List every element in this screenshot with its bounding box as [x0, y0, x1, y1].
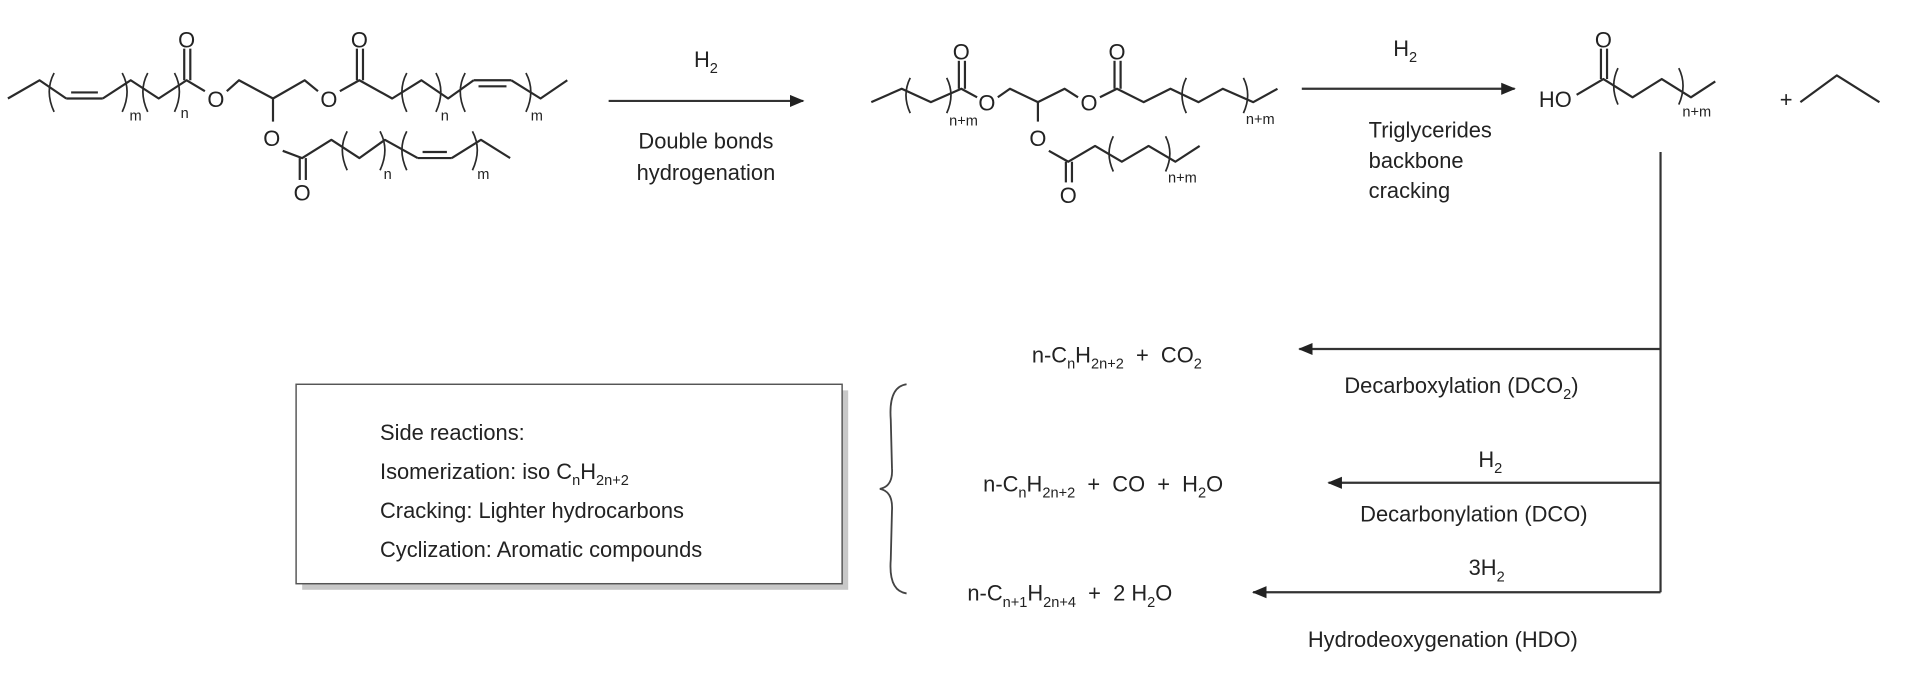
subscript: n	[1067, 356, 1075, 372]
repeat-index-nm: n+m	[949, 113, 978, 129]
subscript: 2n+2	[596, 473, 629, 489]
subscript: 2	[1563, 387, 1571, 403]
repeat-index-nm: n+m	[1168, 170, 1197, 186]
reagent-3h2: 3H2	[1469, 555, 1505, 585]
hdo-products: n-Cn+1H2n+4 + 2 H2O	[967, 581, 1172, 611]
oxygen-atom: O	[1060, 183, 1077, 208]
formula-text: Side reactions:	[380, 420, 525, 445]
formula-text: + CO + H	[1075, 471, 1198, 496]
oxygen-atom: O	[294, 181, 311, 206]
subscript: n	[1018, 485, 1026, 501]
formula-text: H	[580, 459, 596, 484]
formula-text: O	[1155, 581, 1172, 606]
oxygen-atom: O	[978, 91, 995, 116]
oxygen-atom: O	[320, 87, 337, 112]
repeat-index-nm: n+m	[1246, 112, 1275, 128]
dco-label: Decarbonylation (DCO)	[1360, 502, 1587, 527]
oxygen-atom: O	[1080, 91, 1097, 116]
step-label: hydrogenation	[637, 160, 776, 185]
subscript: 2	[1497, 569, 1505, 585]
hydrodeoxygenation-branch: 3H2 n-Cn+1H2n+4 + 2 H2O Hydrodeoxygenati…	[967, 555, 1661, 652]
repeat-index-m: m	[130, 108, 142, 124]
formula-text: + CO	[1124, 342, 1194, 367]
unsaturated-triglyceride: O O O O O O m n n m n m	[7, 27, 568, 206]
decarbonylation-branch: H2 n-CnH2n+2 + CO + H2O Decarbonylation …	[983, 447, 1661, 527]
oxygen-atom: O	[207, 87, 224, 112]
subscript: 2	[1147, 595, 1155, 611]
repeat-index-n: n	[181, 106, 189, 122]
formula-text: Decarboxylation (DCO	[1344, 373, 1563, 398]
subscript: n	[572, 473, 580, 489]
subscript: 2n+2	[1042, 485, 1075, 501]
subscript: 2n+4	[1043, 595, 1076, 611]
side-reaction-line: Cracking: Lighter hydrocarbons	[380, 498, 684, 523]
dco2-label: Decarboxylation (DCO2)	[1344, 373, 1578, 403]
formula-text: H	[694, 47, 710, 72]
formula-text: )	[1571, 373, 1578, 398]
oxygen-atom: O	[1108, 40, 1125, 65]
oxygen-atom: O	[263, 126, 280, 151]
repeat-index-n: n	[441, 108, 449, 124]
repeat-index-n: n	[384, 167, 392, 183]
repeat-index-m: m	[477, 167, 489, 183]
reagent-h2: H2	[1478, 447, 1502, 477]
formula-text: n-C	[967, 581, 1002, 606]
curly-brace	[879, 383, 907, 595]
reagent-h2: H2	[1393, 36, 1417, 66]
side-reactions-title: Side reactions:	[380, 420, 525, 445]
oxygen-atom: O	[351, 27, 368, 52]
formula-text: Isomerization: iso C	[380, 459, 572, 484]
oxygen-atom: O	[1595, 27, 1612, 52]
dco-products: n-CnH2n+2 + CO + H2O	[983, 471, 1223, 501]
step-label: backbone	[1369, 148, 1464, 173]
repeat-index-nm: n+m	[1682, 105, 1711, 121]
step-label: Triglycerides	[1369, 117, 1492, 142]
decarboxylation-branch: n-CnH2n+2 + CO2 Decarboxylation (DCO2)	[1032, 342, 1661, 403]
dco2-products: n-CnH2n+2 + CO2	[1032, 342, 1202, 372]
formula-text: O	[1206, 471, 1223, 496]
oxygen-atom: O	[178, 27, 195, 52]
subscript: 2	[710, 61, 718, 77]
formula-text: n-C	[1032, 342, 1067, 367]
hydrogenation-step: H2 Double bonds hydrogenation	[608, 47, 805, 185]
saturated-triglyceride: O O O O O O n+m n+m n+m	[870, 40, 1279, 208]
formula-text: + 2 H	[1076, 581, 1147, 606]
plus-sign: +	[1780, 87, 1793, 112]
subscript: 2	[1409, 50, 1417, 66]
oxygen-atom: O	[1029, 126, 1046, 151]
formula-text: H	[1075, 342, 1091, 367]
fatty-acid: HO O n+m	[1539, 27, 1716, 121]
reagent-h2: H2	[694, 47, 718, 77]
formula-text: n-C	[983, 471, 1018, 496]
hydroxyl-group: HO	[1539, 87, 1572, 112]
side-reaction-line: Isomerization: iso CnH2n+2	[380, 459, 629, 489]
repeat-index-m: m	[531, 108, 543, 124]
oxygen-atom: O	[953, 40, 970, 65]
formula-text: H	[1027, 471, 1043, 496]
step-label: cracking	[1369, 178, 1450, 203]
formula-text: Decarbonylation (DCO)	[1360, 502, 1587, 527]
formula-text: Hydrodeoxygenation (HDO)	[1308, 627, 1578, 652]
formula-text: H	[1027, 581, 1043, 606]
formula-text: H	[1393, 36, 1409, 61]
formula-text: 3H	[1469, 555, 1497, 580]
formula-text: Cyclization: Aromatic compounds	[380, 537, 702, 562]
formula-text: Cracking: Lighter hydrocarbons	[380, 498, 684, 523]
side-reactions-box: Side reactions: Isomerization: iso CnH2n…	[295, 383, 849, 590]
hdo-label: Hydrodeoxygenation (HDO)	[1308, 627, 1578, 652]
propane	[1799, 74, 1881, 104]
cracking-step: H2 Triglycerides backbone cracking	[1301, 36, 1516, 203]
subscript: n+1	[1003, 595, 1028, 611]
subscript: 2	[1198, 485, 1206, 501]
side-reaction-line: Cyclization: Aromatic compounds	[380, 537, 702, 562]
subscript: 2	[1494, 461, 1502, 477]
subscript: 2	[1194, 356, 1202, 372]
step-label: Double bonds	[638, 128, 773, 153]
subscript: 2n+2	[1091, 356, 1124, 372]
formula-text: H	[1478, 447, 1494, 472]
